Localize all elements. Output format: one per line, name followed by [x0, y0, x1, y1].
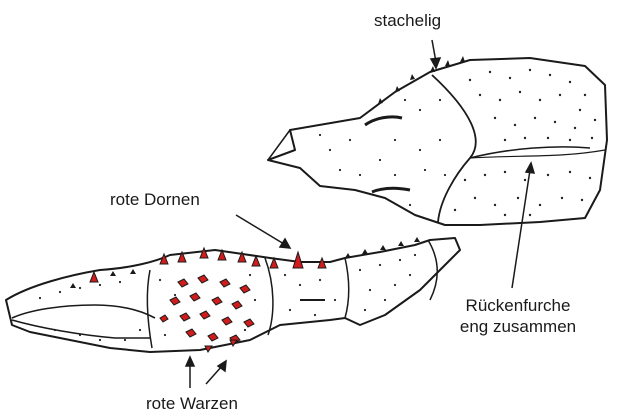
carapace-section: [268, 58, 607, 225]
carapace-spines: [378, 56, 465, 104]
claw-stipple: [39, 254, 416, 341]
arrow-wart-right-line: [206, 366, 222, 384]
carpus-boundary: [345, 258, 349, 318]
red-warts: [160, 275, 254, 343]
arrow-spiny-head: [431, 58, 440, 68]
arrow-groove-head: [526, 163, 534, 173]
eye-mark-2: [372, 188, 410, 192]
carapace-outline: [268, 58, 607, 225]
carapace-stipple: [319, 69, 596, 216]
fixed-finger-inner: [12, 305, 155, 318]
palm-boundary: [147, 270, 152, 348]
arrow-red-spines-head: [280, 239, 290, 248]
arrow-wart-left-head: [186, 357, 194, 366]
palm-right-boundary: [265, 258, 273, 335]
arrow-groove-line: [512, 170, 530, 288]
label-dorsal-groove-1: Rückenfurche: [448, 296, 588, 315]
eye-mark-1: [365, 117, 402, 125]
label-red-spines: rote Dornen: [110, 190, 200, 209]
merus-boundary: [428, 240, 437, 300]
arrow-red-spines-line: [236, 215, 284, 244]
chela-outline: [6, 238, 460, 352]
cervical-groove-upper: [432, 75, 476, 222]
claw-section: [6, 238, 460, 352]
label-dorsal-groove-2: eng zusammen: [448, 317, 588, 336]
label-red-warts: rote Warzen: [146, 394, 238, 413]
label-spiny: stachelig: [374, 11, 441, 30]
